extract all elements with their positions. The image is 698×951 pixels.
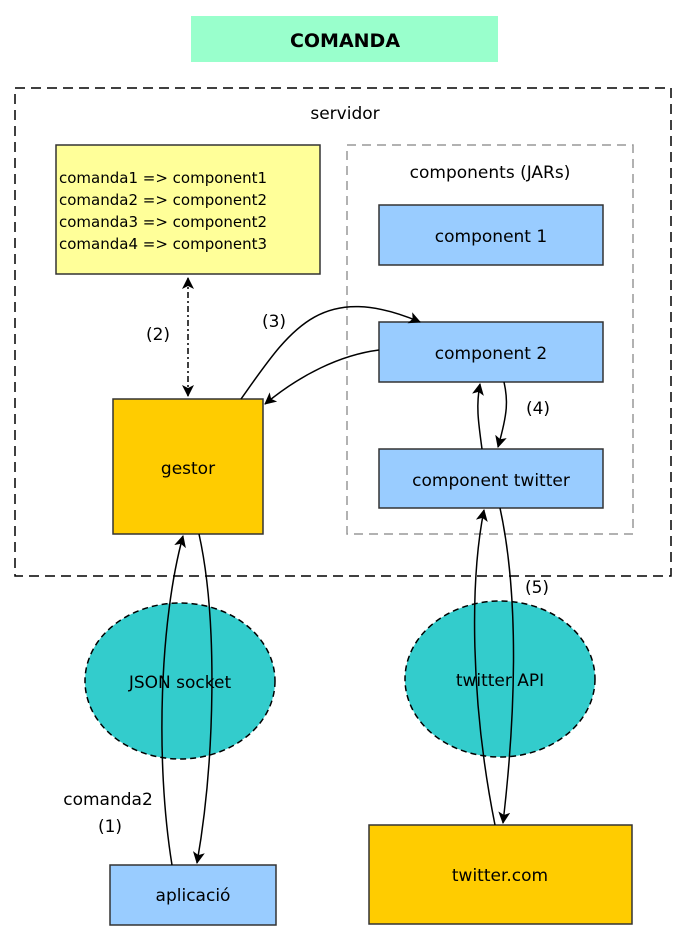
gestor-box: gestor	[112, 398, 264, 535]
twitter-api-ellipse: twitter API	[404, 600, 596, 758]
arrow-step-1-down	[192, 533, 213, 864]
component-1-box: component 1	[378, 204, 604, 266]
arrow-step-3-request	[240, 305, 421, 400]
step-5-label: (5)	[525, 578, 549, 598]
arrow-step-3-response	[264, 349, 380, 405]
component-2-label: component 2	[435, 344, 547, 364]
json-socket-ellipse: JSON socket	[84, 602, 276, 760]
twitter-com-box: twitter.com	[368, 824, 633, 925]
command-mapping-table: comanda1 => component1 comanda2 => compo…	[55, 144, 321, 275]
title-banner: COMANDA	[191, 16, 498, 62]
mapping-row: comanda4 => component3	[59, 235, 267, 253]
gestor-label: gestor	[161, 459, 215, 479]
step-4-label: (4)	[526, 399, 550, 419]
step-3-label: (3)	[262, 312, 286, 332]
component-twitter-box: component twitter	[378, 448, 604, 509]
aplicacio-label: aplicació	[156, 886, 231, 906]
twitter-com-label: twitter.com	[452, 866, 548, 886]
step-1-command-label: comanda2	[63, 790, 153, 810]
step-1-label: (1)	[98, 817, 122, 837]
aplicacio-box: aplicació	[109, 864, 277, 926]
mapping-row: comanda3 => component2	[59, 213, 267, 231]
mapping-row: comanda2 => component2	[59, 191, 267, 209]
components-group-label: components (JARs)	[410, 163, 571, 183]
arrow-step-5-up	[473, 509, 496, 826]
title-text: COMANDA	[290, 30, 400, 52]
component-twitter-label: component twitter	[412, 471, 570, 491]
components-group: components (JARs) component 1 component …	[346, 144, 634, 535]
server-container: servidor	[14, 87, 672, 577]
arrow-step-4-up	[472, 383, 484, 450]
step-2-label: (2)	[146, 325, 170, 345]
component-1-label: component 1	[435, 227, 547, 247]
component-2-box: component 2	[378, 321, 604, 383]
arrow-step-5-down	[498, 507, 515, 824]
twitter-api-label: twitter API	[456, 671, 544, 691]
json-socket-label: JSON socket	[128, 673, 232, 693]
arrow-step-1-up	[161, 535, 186, 866]
arrow-step-4-down	[495, 381, 508, 448]
mapping-row: comanda1 => component1	[59, 169, 267, 187]
server-label: servidor	[310, 104, 379, 124]
